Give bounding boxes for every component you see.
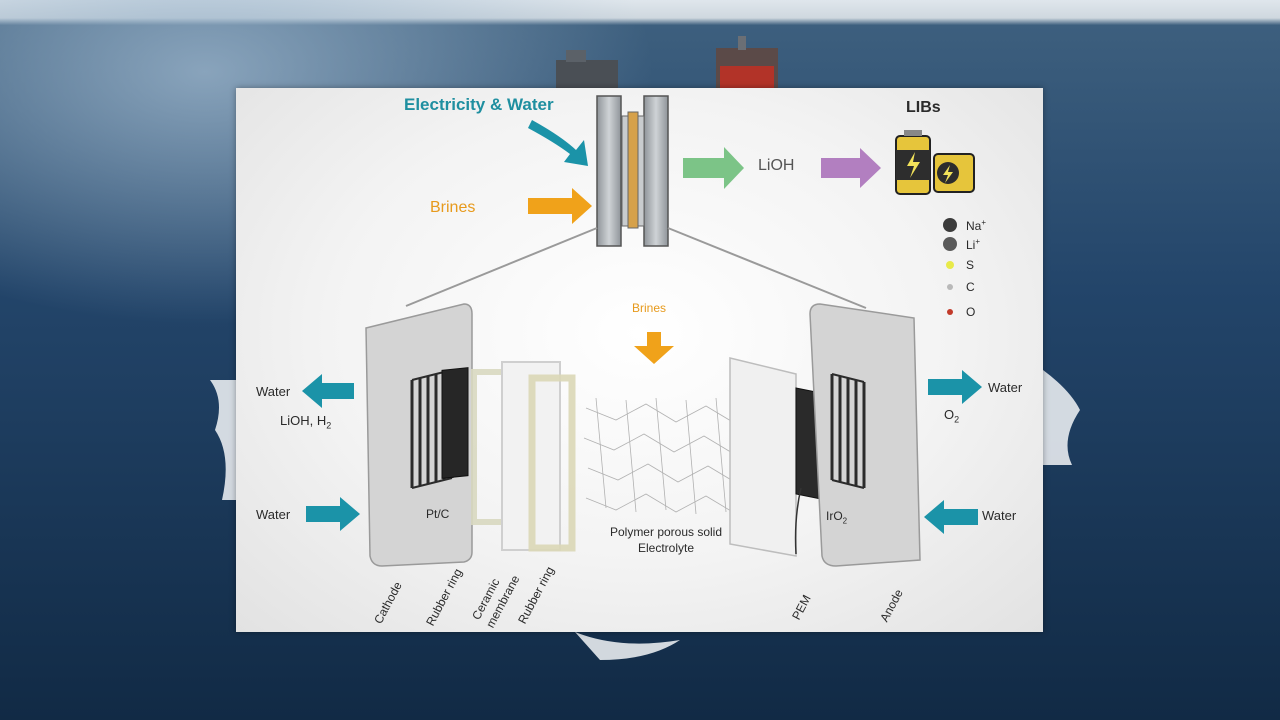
legend-label-li: Li+: [966, 237, 981, 252]
top-cell-stack: [596, 95, 669, 247]
electrolyte-label-line-2: Electrolyte: [637, 541, 695, 555]
legend-dot-s: [946, 261, 954, 269]
legend-dot-c: [947, 284, 953, 290]
legend-dot-na: [943, 218, 957, 232]
legend-dot-li: [943, 237, 957, 251]
electrolyte-label-line-1: Polymer porous solid: [609, 525, 723, 539]
battery-icon: [895, 130, 931, 195]
lioh-output-arrow: [683, 147, 744, 189]
diagram-panel: Electricity & Water Brines LiOH LIBs Na+…: [236, 88, 1043, 632]
legend-dot-o: [947, 309, 953, 315]
right-water-in-label: Water: [982, 508, 1017, 523]
electrolyzer-diagram: [302, 95, 982, 567]
iro2-label: IrO2: [826, 509, 848, 526]
right-water-out-label: Water: [988, 380, 1023, 395]
legend-label-o: O: [966, 305, 976, 319]
libs-arrow: [821, 148, 881, 188]
cell-brines-arrow: [634, 332, 674, 364]
legend-label-s: S: [966, 258, 975, 272]
ship-wake: [210, 370, 1080, 660]
brines-input-arrow: [528, 188, 592, 224]
water-in-arrow-right: [924, 500, 978, 534]
water-out-arrow-left: [302, 374, 354, 408]
left-water-in-label: Water: [256, 507, 291, 522]
battery-icon: [933, 153, 975, 193]
left-products-label: LiOH, H2: [280, 413, 332, 431]
rubber-ring-1: [471, 369, 507, 525]
lioh-label: LiOH: [758, 157, 795, 174]
ship-superstructure: [556, 36, 778, 88]
left-water-out-label: Water: [256, 384, 291, 399]
legend-label-c: C: [966, 280, 975, 294]
right-products-label: O2: [944, 407, 960, 425]
perspective-line-right: [667, 227, 867, 309]
libs-title: LIBs: [906, 99, 941, 116]
pt-c-electrode: [441, 367, 469, 479]
electricity-water-label: Electricity & Water: [404, 95, 554, 114]
legend-label-na: Na+: [966, 218, 987, 233]
cell-brines-label: Brines: [632, 301, 667, 315]
pem-sheet: [729, 357, 797, 557]
water-in-arrow-left: [306, 497, 360, 531]
brines-label: Brines: [430, 199, 476, 216]
perspective-line-left: [405, 227, 598, 307]
water-out-arrow-right: [928, 370, 982, 404]
pt-c-label: Pt/C: [426, 507, 450, 521]
electricity-water-arrow: [528, 120, 588, 166]
rubber-ring-2: [528, 374, 576, 552]
anode-plate: [809, 303, 921, 567]
